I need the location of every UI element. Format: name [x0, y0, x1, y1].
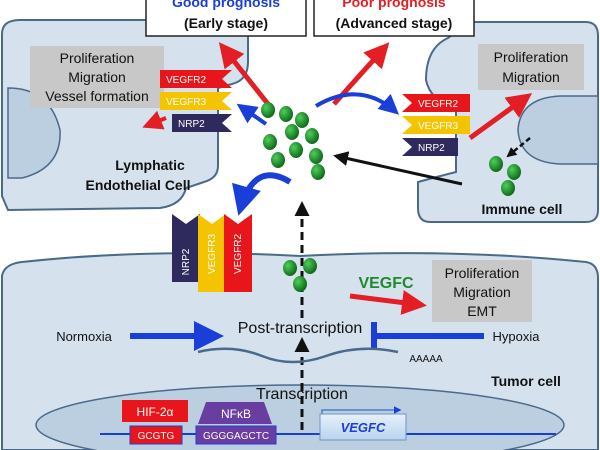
- vegfc-label: VEGFC: [358, 275, 414, 292]
- arrow-curved-to-vertical-receptors: [232, 172, 292, 216]
- ligand-dot: [309, 148, 323, 164]
- mrna-strand: [197, 347, 399, 364]
- good-prognosis-subtitle: (Early stage): [184, 15, 268, 31]
- svg-text:NRP2: NRP2: [181, 248, 192, 275]
- tumor-effect-3: EMT: [467, 303, 497, 319]
- immune-receptor-nrp2: NRP2: [402, 138, 458, 156]
- ligand-dot: [263, 134, 277, 150]
- ligand-dot: [271, 152, 285, 168]
- svg-text:VEGFR2: VEGFR2: [166, 75, 206, 86]
- hif-binding-site: GCGTG: [129, 425, 183, 445]
- lymphatic-receptor-vegfr3: VEGFR3: [160, 92, 232, 110]
- svg-text:NRP2: NRP2: [418, 143, 445, 154]
- good-prognosis-box: Good prognosis (Early stage): [145, 0, 307, 37]
- nfkb-factor: NFκB: [198, 402, 272, 424]
- immune-cell-label: Immune cell: [482, 201, 563, 217]
- poor-prognosis-subtitle: (Advanced stage): [336, 15, 453, 31]
- lymphatic-cell-label-line1: Lymphatic: [115, 157, 185, 173]
- arrow-curved-to-immune-receptors: [314, 92, 399, 115]
- svg-text:NFκB: NFκB: [221, 407, 251, 421]
- poor-prognosis-title: Poor prognosis: [342, 0, 446, 10]
- arrow-immune-internal: [506, 137, 531, 158]
- immune-effect-2: Migration: [502, 69, 560, 85]
- lymphatic-effects-box: Proliferation Migration Vessel formation: [30, 46, 164, 108]
- tumor-effects-box: Proliferation Migration EMT: [432, 260, 532, 322]
- good-prognosis-title: Good prognosis: [172, 0, 280, 10]
- inhibitor-hypoxia: [371, 322, 484, 350]
- arrow-to-lymphatic-effects: [142, 110, 167, 130]
- svg-text:VEGFR3: VEGFR3: [418, 121, 458, 132]
- svg-text:GCGTG: GCGTG: [138, 431, 175, 442]
- svg-text:VEGFR2: VEGFR2: [233, 234, 244, 274]
- poor-prognosis-box: Poor prognosis (Advanced stage): [313, 0, 475, 37]
- svg-text:VEGFR3: VEGFR3: [207, 234, 218, 274]
- ligand-cluster-secreted: [261, 102, 325, 180]
- vertical-receptor-vegfr2: VEGFR2: [224, 214, 252, 292]
- immune-effects-box: Proliferation Migration: [478, 44, 584, 90]
- lymphatic-receptor-vegfr2: VEGFR2: [160, 70, 232, 88]
- lymphatic-receptor-nrp2: NRP2: [172, 114, 232, 132]
- arrow-immune-to-ligand: [333, 151, 463, 186]
- arrow-to-tumor-effects: [349, 290, 427, 315]
- ligand-dot: [303, 258, 317, 274]
- vertical-receptor-nrp2: NRP2: [172, 214, 200, 282]
- immune-nucleus: [517, 95, 599, 165]
- polya-tail-label: AAAAA: [409, 354, 443, 365]
- arrow-ligand-to-lymphatic-receptors: [236, 103, 268, 126]
- vegfc-gene: VEGFC: [319, 413, 407, 441]
- immune-receptor-vegfr2: VEGFR2: [402, 94, 470, 112]
- normoxia-label: Normoxia: [56, 329, 112, 344]
- svg-text:VEGFC: VEGFC: [341, 420, 386, 435]
- tumor-effect-2: Migration: [453, 284, 511, 300]
- post-transcription-label: Post-transcription: [238, 320, 363, 337]
- arrow-to-good-prognosis: [218, 42, 270, 106]
- lymphatic-effect-2: Migration: [68, 69, 126, 85]
- ligand-dot: [501, 180, 515, 196]
- nfkb-binding-site: GGGGAGCTC: [195, 425, 277, 445]
- svg-text:VEGFR3: VEGFR3: [166, 97, 206, 108]
- svg-text:GGGGAGCTC: GGGGAGCTC: [203, 431, 269, 442]
- immune-receptor-vegfr3: VEGFR3: [402, 116, 470, 134]
- ligand-dot: [261, 102, 275, 118]
- ligand-dot: [293, 276, 307, 292]
- lymphatic-cell-label-line2: Endothelial Cell: [85, 177, 190, 193]
- vertical-receptor-vegfr3: VEGFR3: [198, 214, 226, 292]
- ligand-dot: [279, 106, 293, 122]
- svg-text:HIF-2α: HIF-2α: [137, 405, 174, 419]
- ligand-dot: [295, 112, 309, 128]
- hif2a-factor: HIF-2α: [122, 400, 188, 422]
- ligand-dot: [489, 156, 503, 172]
- ligand-dot: [289, 142, 303, 158]
- ligand-dot: [507, 164, 521, 180]
- svg-text:VEGFR2: VEGFR2: [418, 99, 458, 110]
- svg-text:NRP2: NRP2: [178, 119, 205, 130]
- ligand-cluster-tumor: [283, 258, 317, 292]
- tumor-cell-label: Tumor cell: [491, 373, 561, 389]
- ligand-dot: [311, 164, 325, 180]
- ligand-dot: [285, 124, 299, 140]
- ligand-cluster-immune: [489, 156, 521, 196]
- transcription-label: Transcription: [256, 386, 348, 403]
- immune-effect-1: Proliferation: [494, 49, 569, 65]
- hypoxia-label: Hypoxia: [493, 329, 541, 344]
- ligand-dot: [283, 260, 297, 276]
- lymphatic-effect-3: Vessel formation: [45, 88, 149, 104]
- ligand-dot: [305, 128, 319, 144]
- lymphatic-effect-1: Proliferation: [60, 50, 135, 66]
- arrow-to-immune-effects: [468, 93, 533, 141]
- tumor-effect-1: Proliferation: [445, 265, 520, 281]
